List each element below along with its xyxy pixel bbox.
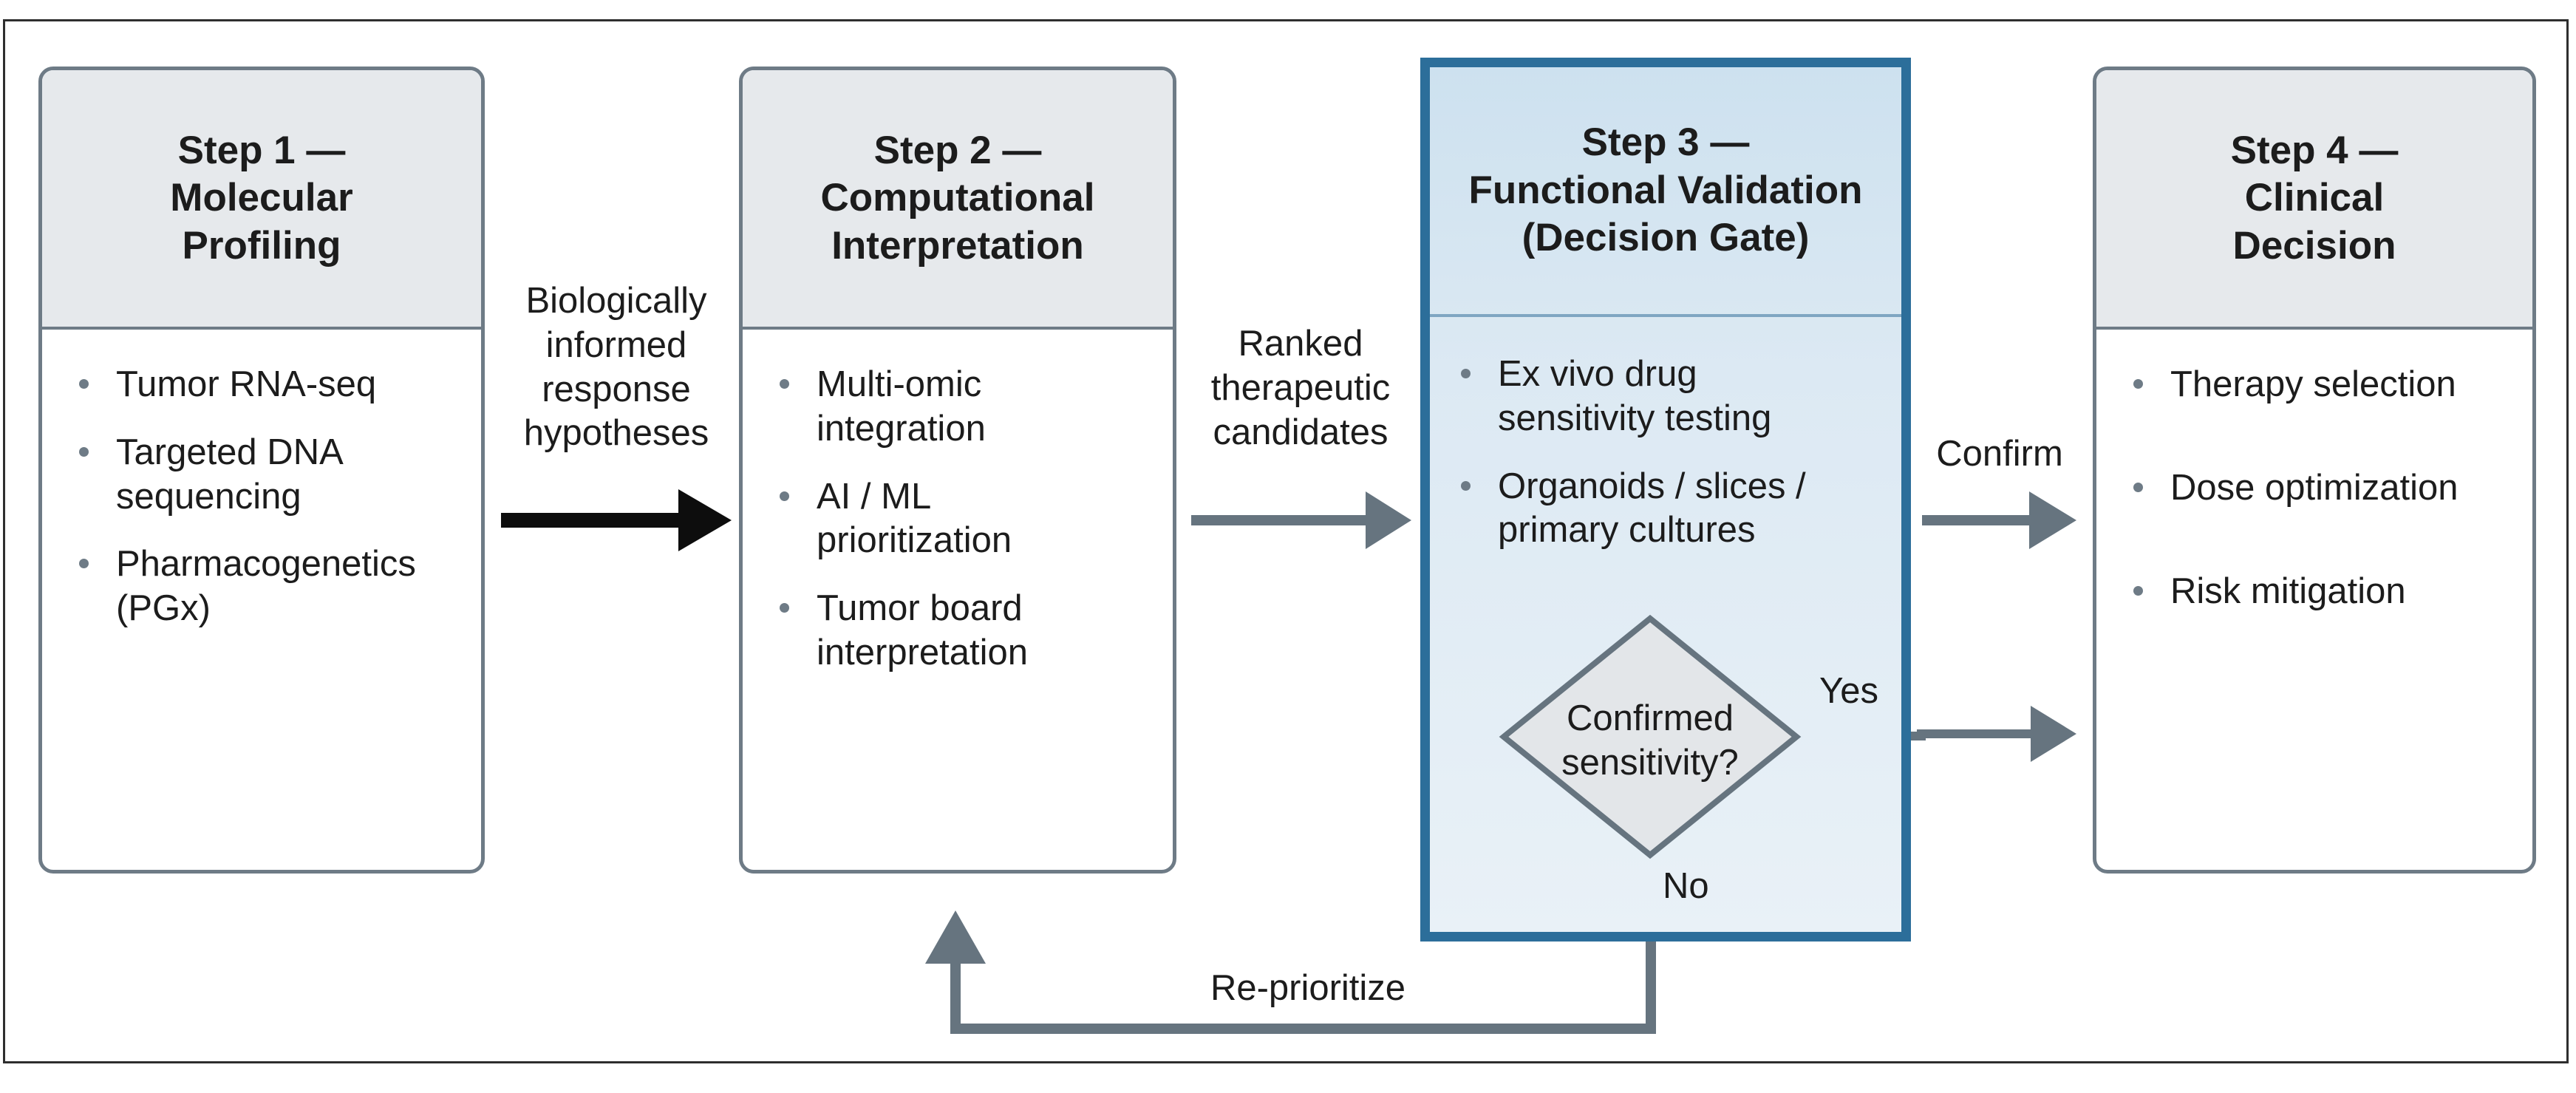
step2-card: Step 2 — Computational Interpretation Mu… — [739, 67, 1176, 874]
step4-title: Step 4 — Clinical Decision — [2230, 128, 2399, 268]
list-item: Pharmacogenetics (PGx) — [69, 542, 466, 631]
step3-title: Step 3 — Functional Validation (Decision… — [1468, 120, 1863, 260]
step2-header: Step 2 — Computational Interpretation — [743, 70, 1173, 330]
decision-diamond-shape — [1499, 614, 1802, 859]
list-item: Ex vivo drug sensitivity testing — [1451, 353, 1887, 441]
arrowhead-step1-to-step2 — [678, 489, 732, 551]
connector-label-hypotheses: Biologically informed response hypothese… — [523, 281, 709, 454]
list-item: Dose optimization — [2123, 466, 2518, 511]
step3-list: Ex vivo drug sensitivity testing Organoi… — [1451, 353, 1887, 576]
step3-header: Step 3 — Functional Validation (Decision… — [1430, 67, 1901, 317]
arrowhead-confirm — [2029, 491, 2076, 549]
step1-list: Tumor RNA-seq Targeted DNA sequencing Ph… — [69, 363, 466, 655]
list-item: Targeted DNA sequencing — [69, 431, 466, 520]
list-item: AI / ML prioritization — [769, 475, 1158, 564]
arrowhead-feedback — [925, 910, 986, 964]
step4-header: Step 4 — Clinical Decision — [2096, 70, 2532, 330]
step1-card: Step 1 — Molecular Profiling Tumor RNA-s… — [38, 67, 485, 874]
decision-yes-label: Yes — [1819, 671, 1878, 711]
list-item: Therapy selection — [2123, 363, 2518, 407]
decision-no-label: No — [1663, 866, 1709, 906]
decision-diamond — [1499, 614, 1802, 859]
step4-list: Therapy selection Dose optimization Risk… — [2123, 363, 2518, 637]
connector-label-confirm: Confirm — [1936, 434, 2063, 474]
step1-header: Step 1 — Molecular Profiling — [42, 70, 481, 330]
list-item: Tumor board interpretation — [769, 587, 1158, 675]
list-item: Multi-omic integration — [769, 363, 1158, 452]
arrowhead-yes — [2031, 706, 2076, 762]
step1-title: Step 1 — Molecular Profiling — [170, 128, 353, 268]
decision-question: Confirmed sensitivity? — [1561, 698, 1739, 783]
arrowhead-step2-to-step3 — [1366, 491, 1411, 549]
connector-label-ranked: Ranked therapeutic candidates — [1210, 324, 1391, 452]
step4-card: Step 4 — Clinical Decision Therapy selec… — [2093, 67, 2536, 874]
feedback-label: Re-prioritize — [1210, 968, 1406, 1008]
step3-card: Step 3 — Functional Validation (Decision… — [1420, 58, 1911, 942]
step2-title: Step 2 — Computational Interpretation — [820, 128, 1095, 268]
list-item: Tumor RNA-seq — [69, 363, 466, 407]
list-item: Risk mitigation — [2123, 570, 2518, 614]
list-item: Organoids / slices / primary cultures — [1451, 465, 1887, 554]
step2-list: Multi-omic integration AI / ML prioritiz… — [769, 363, 1158, 699]
